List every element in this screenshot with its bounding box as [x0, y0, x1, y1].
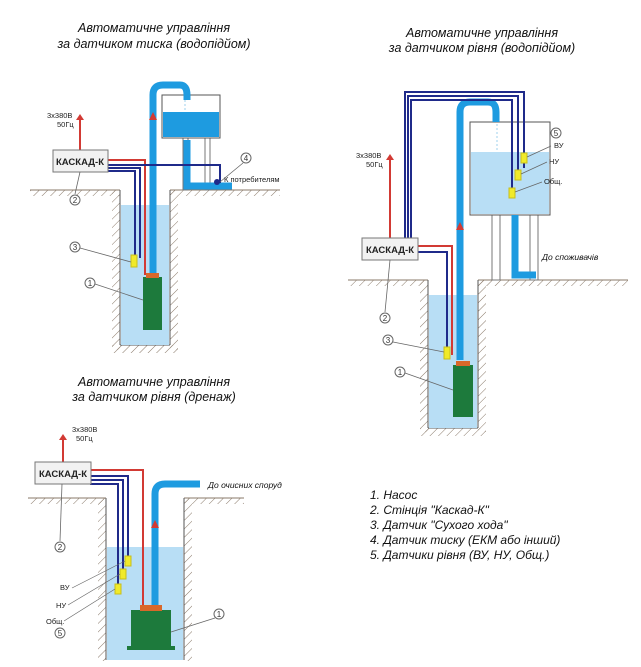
diagram2-controller-label: КАСКАД-К — [366, 245, 414, 256]
diagram1-pump — [143, 277, 162, 330]
diagram2-label-vu: ВУ — [554, 141, 564, 150]
diagram3-label-nu: НУ — [56, 601, 66, 610]
diagram3-cables — [59, 434, 144, 605]
diagram3-ground — [28, 497, 244, 661]
diagram1-pressure-sensor — [214, 179, 220, 185]
diagram3-level-sensor-vu — [124, 555, 132, 567]
diagram2-pump — [453, 365, 473, 417]
diagram3-discharge-pipe — [151, 480, 200, 610]
diagram1-riser-pipe — [149, 81, 191, 280]
diagram1-outlet-pipe — [183, 140, 232, 190]
diagram3-controller-label: КАСКАД-К — [39, 469, 87, 480]
diagram3-callout-2: 2 — [58, 543, 63, 552]
diagram3-pump — [131, 610, 171, 648]
diagram2-dry-run-sensor — [443, 346, 451, 360]
diagram2-outlet-pipe — [511, 215, 536, 279]
diagram2-title-line1: Автоматичне управління — [405, 26, 558, 40]
diagram2-callout-2: 2 — [383, 314, 388, 323]
diagram3-label-vu: ВУ — [60, 583, 70, 592]
diagram3-destination: До очисних споруд — [207, 480, 282, 490]
diagram2-power-voltage: 3х380В — [356, 151, 381, 160]
diagram1-cables — [76, 114, 221, 275]
diagram2-riser-pipe — [456, 98, 500, 360]
diagram2-title-line2: за датчиком рівня (водопідйом) — [388, 41, 575, 55]
diagram2-power-frequency: 50Гц — [366, 160, 383, 169]
diagram2-label-common: Общ. — [544, 177, 562, 186]
diagram2-tank — [469, 121, 551, 216]
diagram2-level-sensor-nu — [514, 169, 522, 181]
diagram3-callout-5: 5 — [58, 629, 63, 638]
diagram2-callout-1: 1 — [398, 368, 403, 377]
diagram1-dry-run-sensor — [130, 254, 138, 268]
legend-item-1: 1. Насос — [370, 488, 417, 502]
diagram2-level-sensor-common — [508, 187, 516, 199]
diagram2-callout-3: 3 — [386, 336, 391, 345]
diagram1-callout-2: 2 — [73, 196, 78, 205]
diagram-level-control-supply: Автоматичне управління за датчиком рівня… — [348, 26, 628, 436]
diagram1-callout-4: 4 — [244, 154, 249, 163]
diagram1-callout-3: 3 — [73, 243, 78, 252]
legend-item-4: 4. Датчик тиску (ЕКМ або інший) — [370, 533, 560, 547]
diagram1-power-frequency: 50Гц — [57, 120, 74, 129]
legend-item-2: 2. Стінція "Каскад-К" — [369, 503, 490, 517]
diagram1-callouts: 2 3 1 4 — [69, 152, 252, 301]
diagram1-controller-label: КАСКАД-К — [56, 157, 104, 168]
diagram2-callout-5: 5 — [554, 129, 559, 138]
diagram-pressure-control: Автоматичне управління за датчиком тиска… — [30, 21, 280, 353]
diagram2-level-sensor-vu — [520, 152, 528, 164]
diagram3-power-frequency: 50Гц — [76, 434, 93, 443]
diagram2-cables — [386, 91, 525, 355]
diagram3-title-line1: Автоматичне управління — [77, 375, 230, 389]
diagram1-power-voltage: 3х380В — [47, 111, 72, 120]
diagram-level-control-drainage: Автоматичне управління за датчиком рівня… — [28, 375, 282, 661]
diagram2-ground — [348, 279, 628, 436]
diagram1-callout-1: 1 — [88, 279, 93, 288]
diagram1-destination: К потребителям — [224, 175, 280, 184]
diagram1-tank — [161, 94, 221, 139]
diagram3-level-sensor-common — [114, 583, 122, 595]
diagram1-controller-box — [52, 149, 109, 173]
diagram3-callout-1: 1 — [217, 610, 222, 619]
diagram3-level-sensor-nu — [119, 568, 127, 580]
diagram2-destination: До споживачів — [541, 252, 599, 262]
diagram2-label-nu: НУ — [549, 157, 559, 166]
diagram3-title-line2: за датчиком рівня (дренаж) — [71, 390, 236, 404]
legend-item-3: 3. Датчик "Сухого хода" — [370, 518, 508, 532]
diagram3-controller-box — [34, 461, 92, 485]
diagram1-title-line2: за датчиком тиска (водопідйом) — [56, 37, 250, 51]
diagram3-label-common: Общ. — [46, 617, 64, 626]
diagram3-power-voltage: 3х380В — [72, 425, 97, 434]
diagram1-title-line1: Автоматичне управління — [77, 21, 230, 35]
legend: 1. Насос 2. Стінція "Каскад-К" 3. Датчик… — [369, 488, 560, 562]
legend-item-5: 5. Датчики рівня (ВУ, НУ, Общ.) — [370, 548, 549, 562]
